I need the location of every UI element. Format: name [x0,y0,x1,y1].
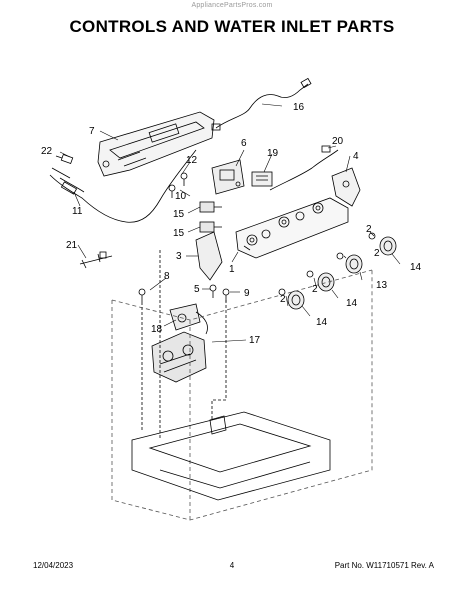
footer-part-number: Part No. W11710571 Rev. A [334,561,434,570]
callout-16: 16 [293,102,305,113]
console-panel [235,197,349,259]
knobs-and-washers [278,232,397,310]
callout-18: 18 [151,324,163,335]
footer-page-number: 4 [229,561,235,570]
console-end [195,231,223,281]
callout-6: 6 [241,138,247,149]
tie-strap [79,251,113,269]
callout-12: 12 [186,155,198,166]
callout-13: 13 [376,280,388,291]
callout-20: 20 [332,136,344,147]
callout-2c: 2 [312,284,318,295]
wire-harness [211,77,312,131]
internal-hose-dashed [141,250,227,440]
lid-switch [251,171,273,187]
callout-14c: 14 [316,317,328,328]
callout-2a: 2 [366,224,372,235]
callout-19: 19 [267,148,279,159]
callout-labels: 7 16 22 6 20 19 4 12 10 15 15 11 21 3 1 … [41,102,422,346]
footer-date: 12/04/2023 [33,561,74,570]
base-platform [131,411,331,501]
callout-14b: 14 [346,298,358,309]
callout-17: 17 [249,335,261,346]
callout-10: 10 [175,191,187,202]
inlet-hose [49,149,197,223]
leader-lines [59,103,401,343]
callout-14a: 14 [410,262,422,273]
control-board [211,159,245,195]
callout-11: 11 [72,206,83,217]
console-wire-harness [269,145,339,191]
screws-10-12 [168,172,188,198]
callout-2d: 2 [280,294,286,305]
callout-7: 7 [89,126,95,137]
callout-3: 3 [176,251,182,262]
callout-8: 8 [164,271,170,282]
hose-clip [55,153,74,165]
valve-body [151,331,207,383]
callout-9: 9 [244,288,250,299]
callout-5: 5 [194,284,200,295]
callout-21: 21 [66,240,78,251]
watermark: AppliancePartsPros.com [191,2,273,9]
callout-4: 4 [353,151,359,162]
console-back-panel [97,111,215,177]
callout-15a: 15 [173,209,185,220]
inlet-valve [169,303,208,335]
page-title: CONTROLS AND WATER INLET PARTS [69,17,395,36]
callout-1: 1 [229,264,235,275]
callout-22: 22 [41,146,53,157]
cabinet-outline [111,269,373,521]
end-cap [331,167,361,207]
callout-2b: 2 [374,248,380,259]
water-valves [199,201,222,233]
callout-15b: 15 [173,228,185,239]
screws-5-8-9 [138,284,230,302]
